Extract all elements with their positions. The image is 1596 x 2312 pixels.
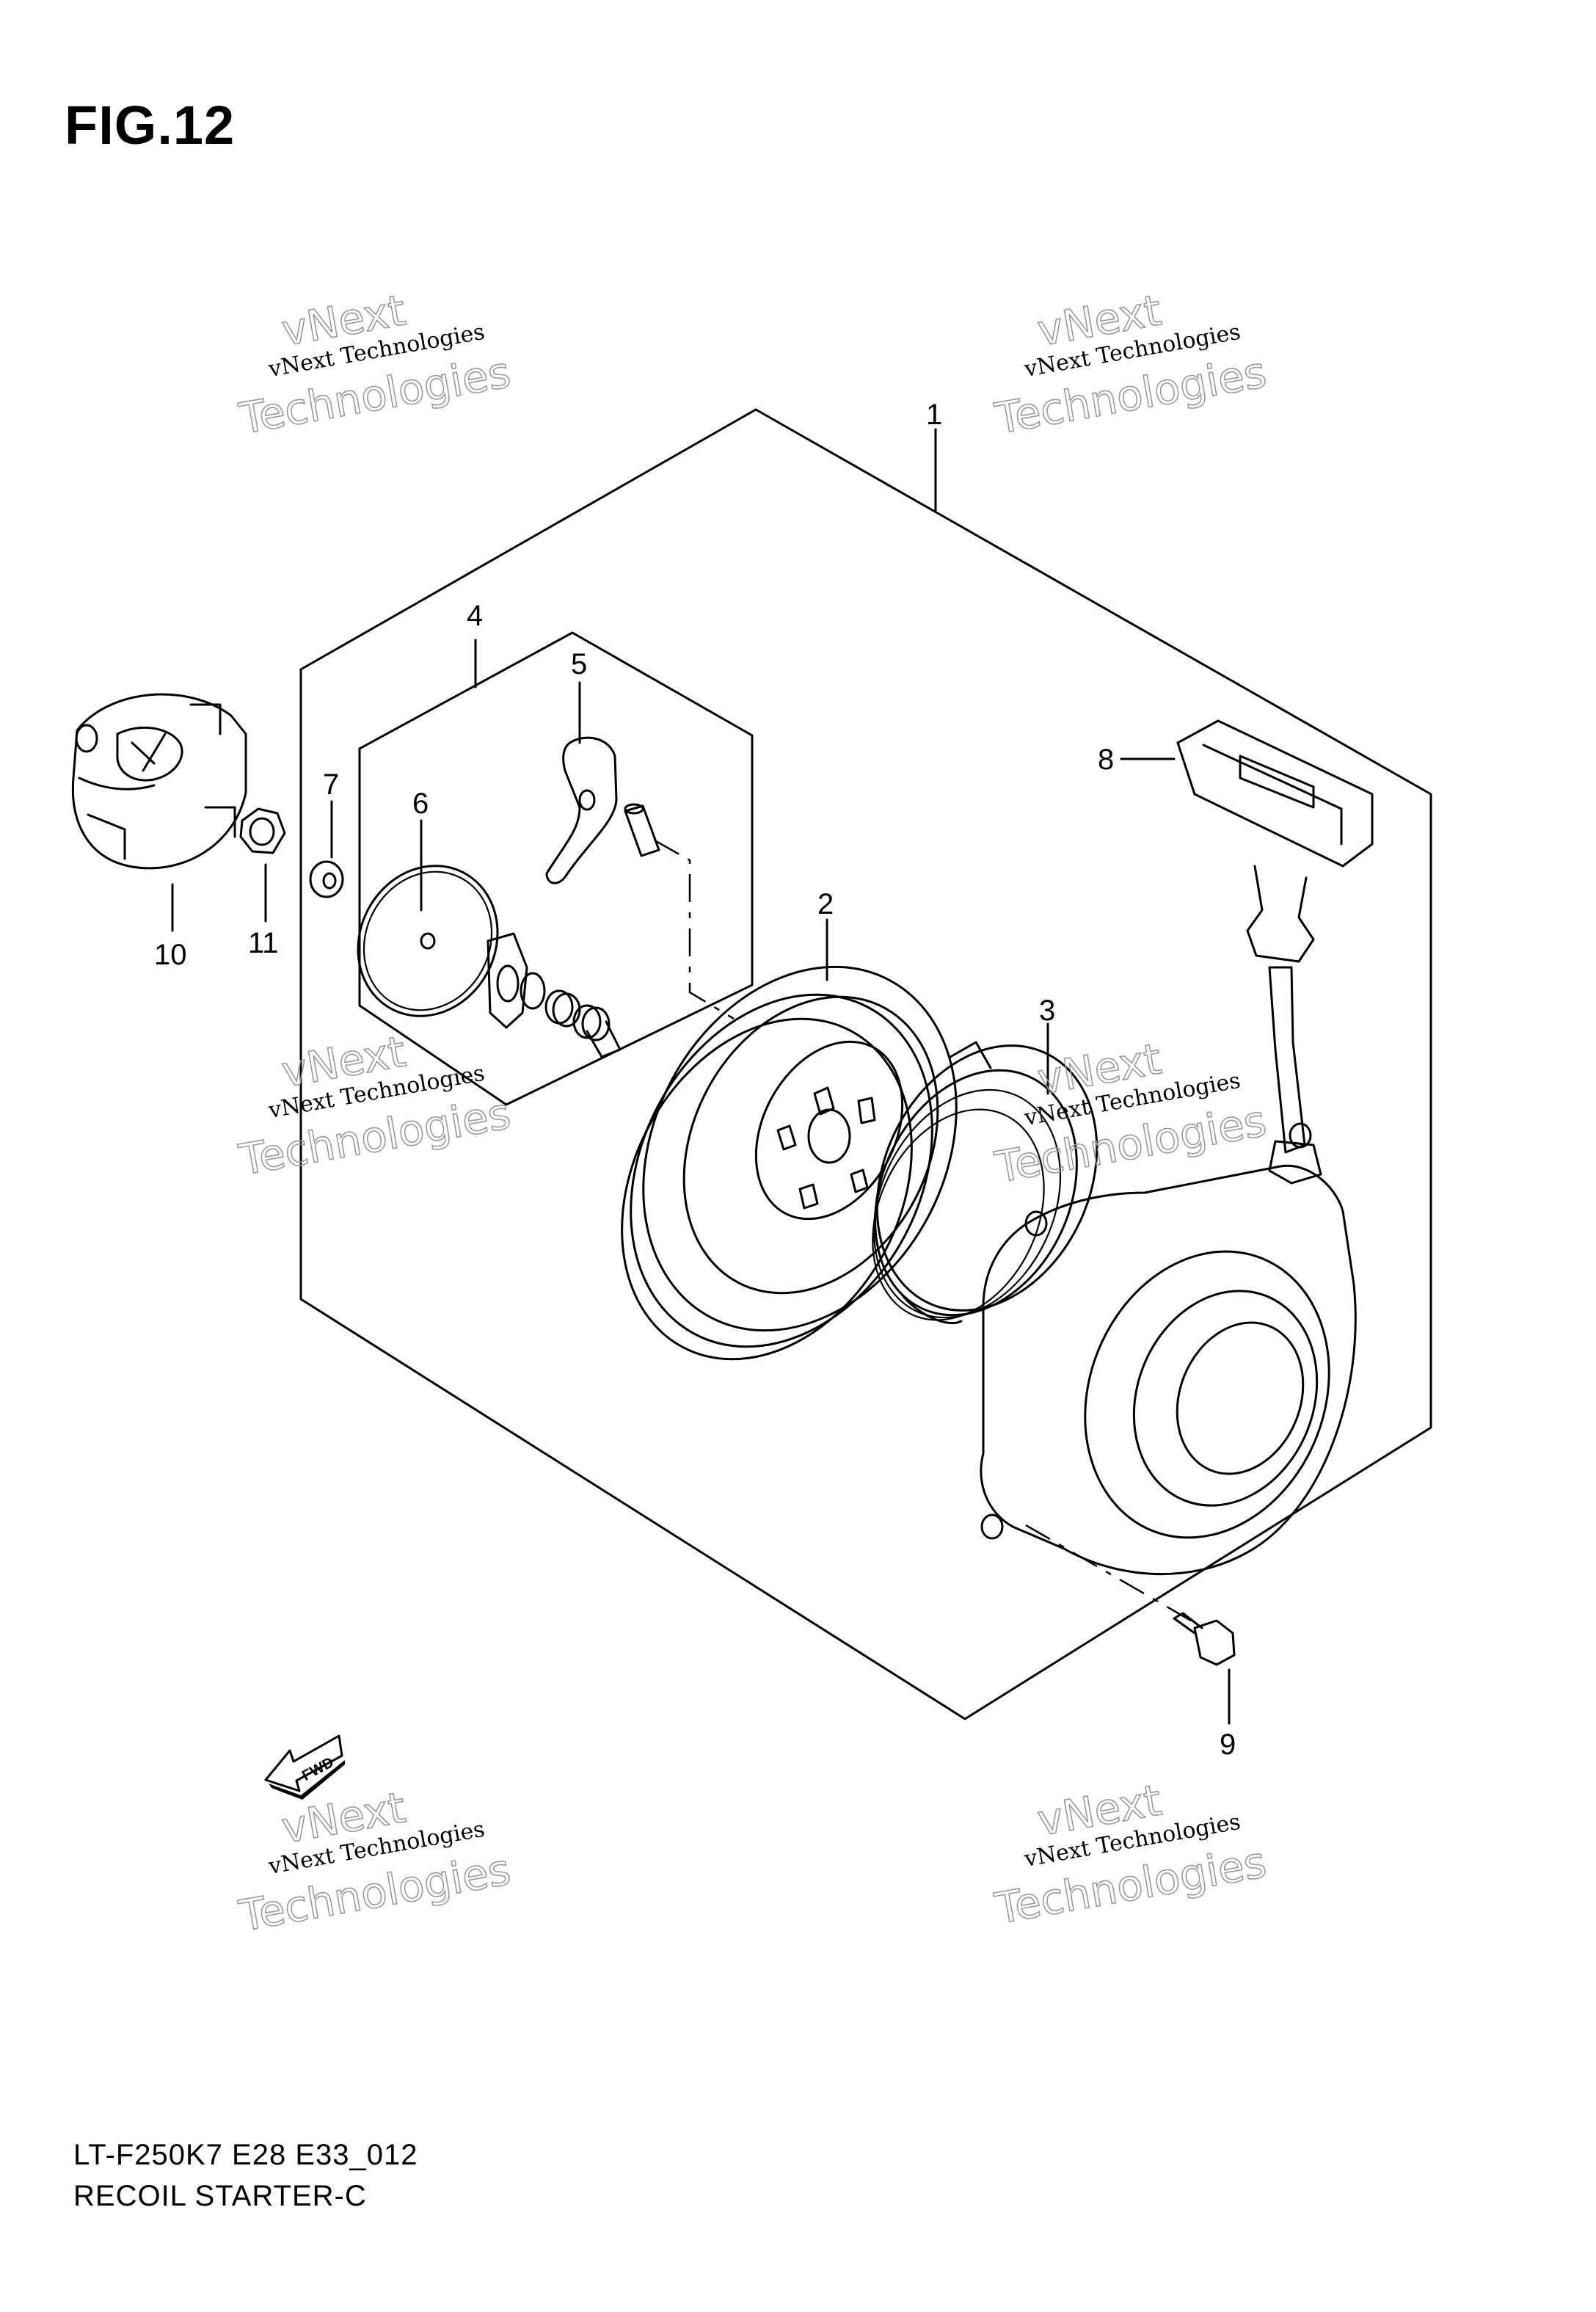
subassembly-boundary-4 bbox=[358, 631, 754, 1106]
starter-case bbox=[980, 1122, 1357, 1576]
assembly-boundary-1 bbox=[299, 408, 1432, 1720]
callout-11: 11 bbox=[248, 927, 279, 959]
callout-5: 5 bbox=[571, 648, 587, 680]
callout-6: 6 bbox=[412, 788, 429, 820]
bolt-part-9 bbox=[1173, 1612, 1236, 1666]
pawl-part-5 bbox=[545, 736, 660, 884]
leader-lines bbox=[171, 428, 1231, 1725]
watermark-3: vNext vNext Technologies Technologies bbox=[235, 1026, 514, 1186]
reel-part-2 bbox=[621, 965, 958, 1361]
fwd-arrow: FWD bbox=[264, 1734, 345, 1800]
callout-2: 2 bbox=[817, 888, 834, 920]
drawing-name: RECOIL STARTER-C bbox=[73, 2180, 367, 2212]
spring-part-3 bbox=[872, 1041, 1098, 1325]
centerlines bbox=[654, 839, 1200, 1627]
nut-part-11 bbox=[239, 807, 286, 854]
fwd-label: FWD bbox=[299, 1754, 337, 1784]
figure-title: FIG.12 bbox=[65, 95, 236, 156]
plate-part-6 bbox=[357, 865, 499, 1017]
callout-7: 7 bbox=[323, 768, 339, 801]
callout-3: 3 bbox=[1039, 995, 1055, 1027]
small-parts-cluster bbox=[487, 932, 622, 1058]
callout-9: 9 bbox=[1220, 1728, 1236, 1761]
drawing-code: LT-F250K7 E28 E33_012 bbox=[73, 2139, 418, 2171]
washer-part-7 bbox=[309, 860, 344, 898]
watermark-5: vNext vNext Technologies Technologies bbox=[235, 1782, 514, 1942]
drive-cup-part-10 bbox=[71, 693, 247, 870]
watermark-6: vNext vNext Technologies Technologies bbox=[991, 1775, 1270, 1935]
callout-10: 10 bbox=[154, 939, 187, 971]
callout-8: 8 bbox=[1098, 744, 1114, 776]
handle-part-8 bbox=[1176, 719, 1374, 1185]
watermark-2: vNext vNext Technologies Technologies bbox=[991, 285, 1270, 445]
watermark-4: vNext vNext Technologies Technologies bbox=[991, 1033, 1270, 1193]
watermark-1: vNext vNext Technologies Technologies bbox=[235, 285, 514, 445]
callout-4: 4 bbox=[467, 600, 483, 632]
callout-1: 1 bbox=[926, 399, 942, 431]
callout-labels: 1 2 3 4 5 6 7 8 9 10 11 bbox=[154, 399, 1236, 1761]
